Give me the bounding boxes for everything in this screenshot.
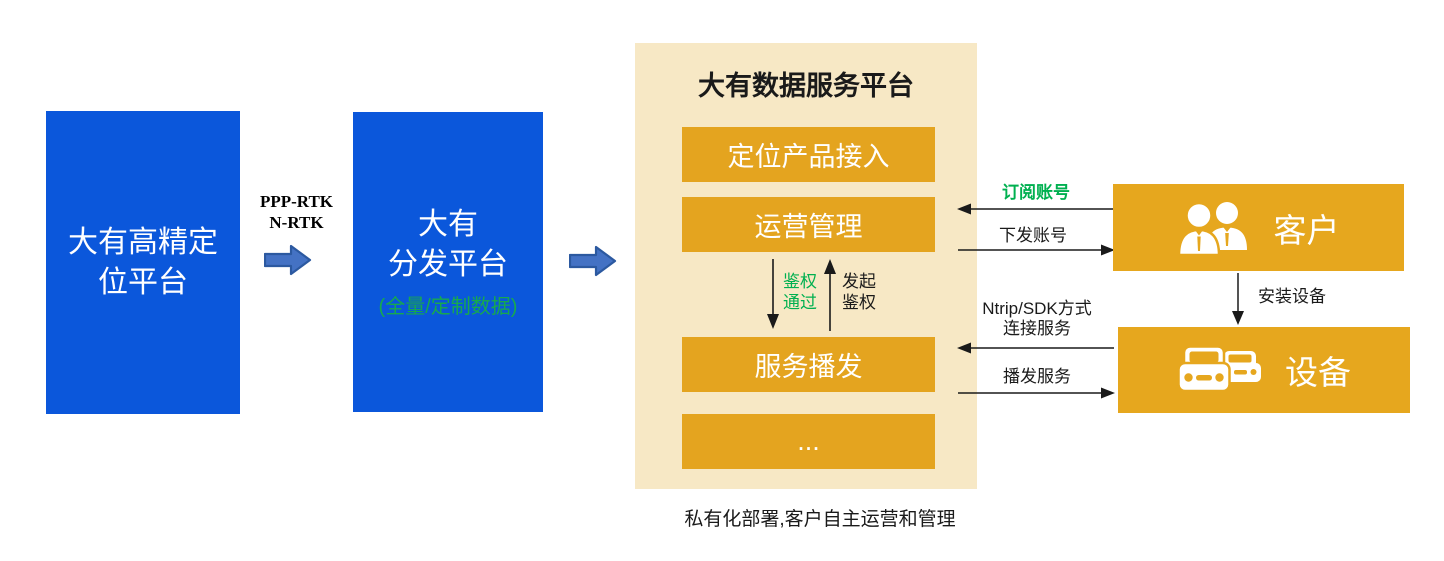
ntrip-connect-label: Ntrip/SDK方式 连接服务: [982, 299, 1092, 338]
auth-request-label: 发起 鉴权: [842, 272, 876, 312]
cars-icon: [1177, 345, 1261, 393]
broadcast-right-arrow-icon: [958, 387, 1115, 399]
issue-right-arrow-icon: [958, 244, 1115, 256]
device-box: 设备: [1118, 327, 1410, 413]
distribution-platform-label: 大有 分发平台: [388, 208, 508, 281]
device-label: 设备: [1285, 354, 1351, 391]
panel-title: 大有数据服务平台: [698, 71, 914, 101]
install-device-label: 安装设备: [1258, 287, 1326, 306]
customer-label: 客户: [1273, 211, 1340, 249]
subscribe-left-arrow-icon: [957, 203, 1114, 215]
install-down-arrow-icon: [1232, 273, 1244, 325]
connect-left-arrow-icon: [957, 342, 1114, 354]
customer-box: 客户: [1113, 184, 1404, 271]
broadcast-service-label: 播发服务: [1003, 367, 1071, 386]
module-operation-management: 运营管理: [682, 197, 935, 252]
subscribe-account-label: 订阅账号: [1002, 183, 1070, 202]
auth-request-up-arrow-icon: [824, 259, 836, 331]
module-service-broadcast: 服务播发: [682, 337, 935, 392]
block-arrow-icon: [569, 245, 617, 277]
source-platform-label: 大有高精定 位平台: [68, 225, 218, 299]
module-more: ...: [682, 414, 935, 469]
module-product-access: 定位产品接入: [682, 127, 935, 182]
source-platform-box: 大有高精定 位平台: [46, 111, 240, 414]
distribution-data-note: (全量/定制数据): [378, 295, 518, 318]
protocol-label: PPP-RTK N-RTK: [259, 192, 334, 232]
auth-pass-down-arrow-icon: [767, 259, 779, 329]
deployment-caption: 私有化部署,客户自主运营和管理: [684, 509, 956, 530]
auth-pass-label: 鉴权 通过: [783, 272, 817, 312]
issue-account-label: 下发账号: [999, 226, 1067, 245]
customer-group-icon: [1177, 201, 1247, 256]
block-arrow-icon: [264, 244, 312, 276]
distribution-platform-box: 大有 分发平台 (全量/定制数据): [353, 112, 543, 412]
